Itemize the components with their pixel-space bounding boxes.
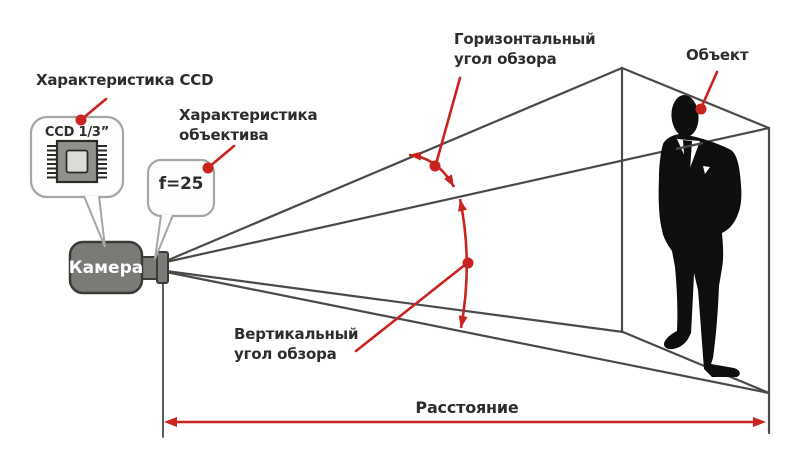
- person-body: [658, 134, 742, 377]
- person-pocket-square: [703, 166, 710, 174]
- pointer-dot-h-angle: [429, 160, 441, 172]
- lens-bubble-body: [146, 158, 216, 218]
- pointer-dot-lens: [202, 162, 214, 174]
- vertical-angle-label: Вертикальный угол обзора: [234, 324, 359, 364]
- lens-characteristic-label: Характеристика объектива: [179, 105, 318, 145]
- vertical-angle-line1: Вертикальный: [234, 325, 359, 343]
- chip-die: [65, 149, 89, 174]
- fan-line-top-left: [164, 66, 624, 263]
- horizontal-angle-line1: Горизонтальный: [454, 30, 596, 48]
- camera-body: [68, 240, 144, 295]
- ccd-spec-label: CCD 1/3”: [44, 125, 110, 140]
- distance-arrowhead-right: [753, 417, 766, 427]
- pointer-dot-v-angle: [462, 257, 474, 269]
- camera-lens-flange: [156, 251, 169, 284]
- fan-line-bottom-right: [164, 270, 771, 395]
- horizontal-angle-label: Горизонтальный угол обзора: [454, 29, 596, 69]
- horizontal-angle-line2: угол обзора: [454, 50, 557, 68]
- person-silhouette-icon: [658, 95, 742, 377]
- red-annotations: [75, 70, 766, 427]
- pointer-dot-ccd: [75, 114, 87, 126]
- pointer-line-v-angle: [354, 262, 468, 353]
- lens-characteristic-line1: Характеристика: [179, 106, 318, 124]
- pointer-line-h-angle: [434, 76, 462, 166]
- far-plane-bottom-edge: [621, 330, 771, 395]
- horizontal-angle-arc: [408, 153, 456, 188]
- pointer-line-object: [700, 70, 719, 108]
- fan-line-bottom-left: [164, 269, 625, 334]
- object-label: Объект: [686, 46, 749, 64]
- fan-line-over-collar: [675, 141, 704, 151]
- ccd-bubble-tail: [83, 195, 106, 248]
- pointer-line-ccd: [80, 97, 108, 121]
- far-plane-top-edge: [620, 66, 771, 130]
- pointer-lines: [80, 70, 719, 353]
- distance-label: Расстояние: [415, 398, 519, 417]
- ccd-chip-icon: [47, 139, 107, 184]
- ccd-characteristic-label: Характеристика CCD: [36, 71, 214, 89]
- v-arc-arrowhead-top: [458, 199, 467, 212]
- ccd-callout-bubble: [29, 115, 125, 248]
- vertical-angle-line2: угол обзора: [234, 345, 337, 363]
- focal-length-label: f=25: [158, 174, 204, 194]
- distance-arrowhead-left: [164, 417, 177, 427]
- camera-label: Камера: [68, 257, 144, 278]
- v-arc-arrowhead-bottom: [458, 315, 468, 328]
- h-arc-arrowhead-left: [409, 151, 422, 161]
- lens-callout-bubble: [146, 158, 216, 260]
- lens-bubble-tail: [154, 214, 174, 260]
- pointer-dot-object: [695, 103, 707, 115]
- h-arc-arrowhead-right: [444, 174, 454, 187]
- lens-characteristic-line2: объектива: [179, 126, 269, 144]
- cctv-camera-icon: [68, 240, 169, 295]
- pointer-dots: [75, 103, 707, 269]
- pointer-line-lens: [207, 144, 236, 169]
- person-head: [671, 95, 699, 137]
- frustum-lines: [162, 66, 771, 438]
